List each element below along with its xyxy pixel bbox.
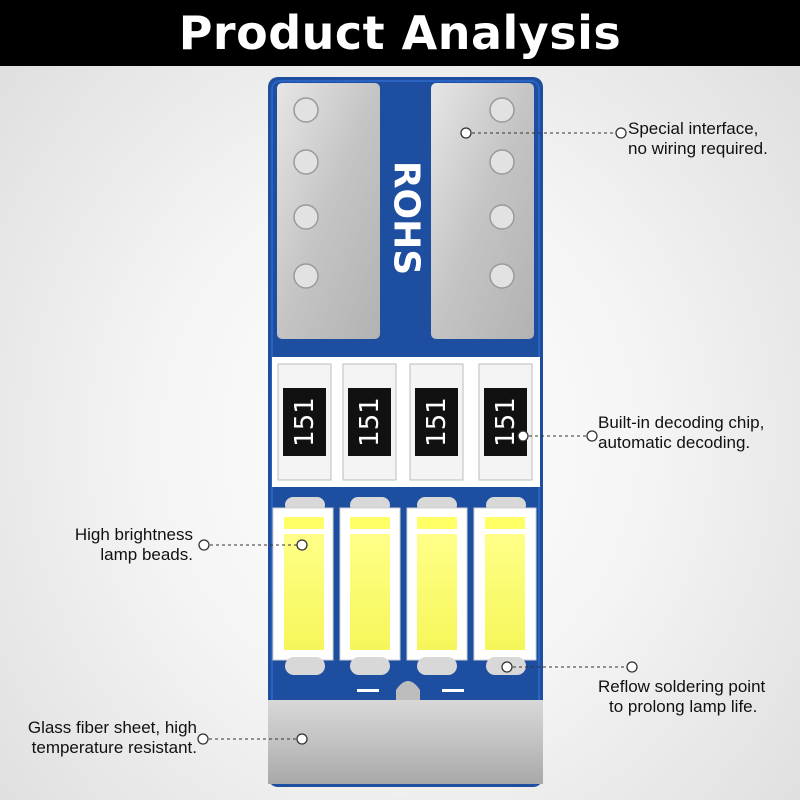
chip-code: 151 [355,397,385,447]
callout-line: Glass fiber sheet, high [27,718,197,737]
decoding-chip: 151 [409,363,464,481]
page-title: Product Analysis [178,6,622,60]
callout-line: High brightness [74,525,193,544]
callout-reflow-soldering: Reflow soldering point to prolong lamp l… [598,677,765,717]
callout-line: Reflow soldering point [598,677,766,696]
callout-lamp-beads: High brightness lamp beads. [75,525,193,565]
callout-line: Built-in decoding chip, [598,413,765,432]
led-bead [473,507,537,661]
callout-line: no wiring required. [628,139,768,158]
decoding-chip: 151 [478,363,533,481]
chip-code: 151 [491,397,521,447]
callout-line: Special interface, [628,119,759,138]
callout-line: lamp beads. [100,545,193,564]
callout-line: to prolong lamp life. [609,697,758,716]
contact-pad-holes [293,97,515,289]
chip-code: 151 [422,397,452,447]
rohs-marking: ROHS [386,161,427,275]
chip-code: 151 [290,397,320,447]
led-bead [339,507,401,661]
decoding-chip: 151 [342,363,397,481]
decoding-chips: 151 151 151 151 [277,363,533,481]
glass-fiber-base [268,700,543,784]
contact-pad-right [431,83,534,339]
callout-line: automatic decoding. [598,433,751,452]
led-beads [272,507,537,661]
callout-leaders [203,132,632,740]
pcb-marks [357,689,464,692]
decoding-chip: 151 [277,363,332,481]
pcb-notch [396,681,420,700]
callout-glass-fiber: Glass fiber sheet, high temperature resi… [28,718,197,758]
led-bead [406,507,468,661]
callout-decoding-chip: Built-in decoding chip, automatic decodi… [598,413,764,453]
contact-pad-left [277,83,380,339]
title-banner: Product Analysis [0,0,800,66]
callout-dots [197,127,638,745]
led-bead [272,507,334,661]
callout-special-interface: Special interface, no wiring required. [628,119,768,159]
callout-line: temperature resistant. [31,738,197,757]
